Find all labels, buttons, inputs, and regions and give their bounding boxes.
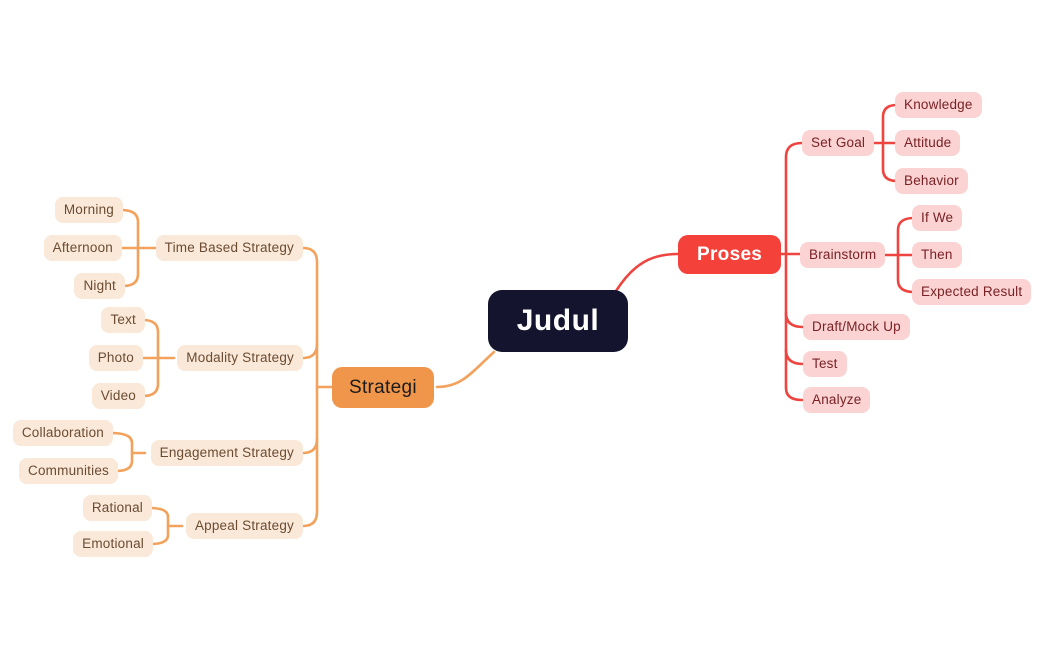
node-engagement-strategy[interactable]: Engagement Strategy xyxy=(150,440,303,466)
node-test[interactable]: Test xyxy=(803,351,847,377)
edge-judul-proses xyxy=(614,252,680,293)
node-if-we[interactable]: If We xyxy=(912,205,963,231)
edge-judul-strategi xyxy=(435,350,496,389)
node-photo[interactable]: Photo xyxy=(88,345,143,371)
node-knowledge[interactable]: Knowledge xyxy=(895,92,982,118)
node-analyze[interactable]: Analyze xyxy=(803,387,871,413)
edge-timebased-subtrunk xyxy=(119,208,140,288)
node-proses[interactable]: Proses xyxy=(678,235,782,274)
node-appeal-strategy[interactable]: Appeal Strategy xyxy=(185,513,303,539)
node-behavior[interactable]: Behavior xyxy=(895,168,968,194)
node-text[interactable]: Text xyxy=(101,307,145,333)
edge-trunk-modality xyxy=(301,342,319,360)
node-draft-mock-up[interactable]: Draft/Mock Up xyxy=(803,314,910,340)
node-night[interactable]: Night xyxy=(74,273,125,299)
edge-engagement-subtrunk xyxy=(109,431,134,473)
node-morning[interactable]: Morning xyxy=(54,197,123,223)
edge-trunk-test xyxy=(784,348,805,366)
edge-appeal-subtrunk xyxy=(148,506,170,546)
node-brainstorm[interactable]: Brainstorm xyxy=(800,242,886,268)
node-video[interactable]: Video xyxy=(91,383,145,409)
node-time-based-strategy[interactable]: Time Based Strategy xyxy=(155,235,303,261)
node-modality-strategy[interactable]: Modality Strategy xyxy=(177,345,303,371)
node-communities[interactable]: Communities xyxy=(19,458,118,484)
edges-strategi-branch xyxy=(109,208,496,546)
edge-left-trunk xyxy=(301,246,319,528)
edge-modality-subtrunk xyxy=(141,318,160,398)
edge-right-trunk xyxy=(784,141,804,402)
node-emotional[interactable]: Emotional xyxy=(73,531,153,557)
node-attitude[interactable]: Attitude xyxy=(895,130,961,156)
node-set-goal[interactable]: Set Goal xyxy=(802,130,875,156)
node-judul[interactable]: Judul xyxy=(488,290,628,352)
node-rational[interactable]: Rational xyxy=(82,495,152,521)
node-collaboration[interactable]: Collaboration xyxy=(12,420,113,446)
edge-trunk-engagement xyxy=(301,437,319,455)
node-then[interactable]: Then xyxy=(912,242,962,268)
node-afternoon[interactable]: Afternoon xyxy=(43,235,122,261)
edge-brainstorm-subtrunk xyxy=(896,216,916,294)
edge-setgoal-subtrunk xyxy=(881,103,899,183)
node-expected-result[interactable]: Expected Result xyxy=(912,279,1032,305)
edge-trunk-draft xyxy=(784,311,805,329)
node-strategi[interactable]: Strategi xyxy=(332,367,434,408)
